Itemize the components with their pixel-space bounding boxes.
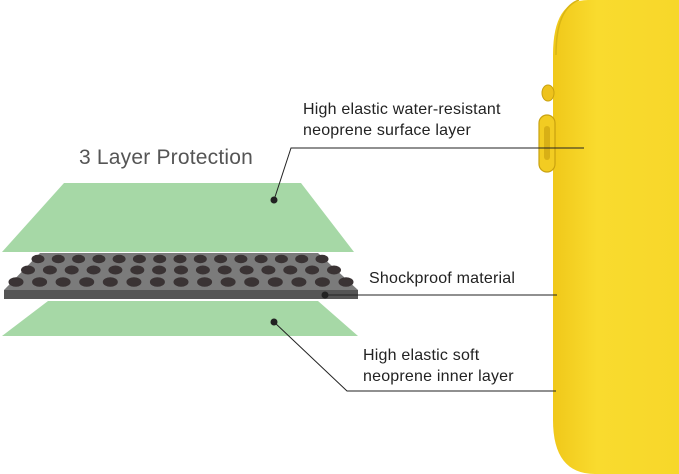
shock-dot <box>152 265 167 275</box>
shock-dot <box>267 277 283 287</box>
inner-layer-sheet <box>2 301 358 336</box>
shock-dot <box>254 254 268 264</box>
shock-dot <box>112 254 126 264</box>
shock-dot <box>21 265 35 275</box>
inner-layer-label-line: High elastic soft <box>363 347 480 364</box>
shock-dot <box>108 265 123 275</box>
shock-dot <box>338 277 354 287</box>
shock-dot <box>8 277 24 287</box>
shock-dot <box>244 277 260 287</box>
shock-dot <box>149 277 165 287</box>
outer-layer-label-line: High elastic water-resistant <box>303 101 501 118</box>
shock-dot <box>173 254 187 264</box>
shock-dot <box>261 265 276 275</box>
shock-dot <box>153 254 167 264</box>
shock-dot <box>92 254 106 264</box>
shock-dot <box>220 277 236 287</box>
shock-dots <box>8 254 354 287</box>
leader-line-bot <box>270 318 556 392</box>
shock-dot <box>214 254 228 264</box>
shock-dot <box>274 254 288 264</box>
leader-line-top <box>270 147 584 204</box>
shock-dot <box>305 265 320 275</box>
shock-dot <box>64 265 79 275</box>
shock-dot <box>102 277 118 287</box>
shock-dot <box>217 265 232 275</box>
shock-dot <box>72 254 86 264</box>
shock-dot <box>79 277 95 287</box>
leader-line-mid <box>321 291 557 299</box>
shock-dot <box>31 254 45 264</box>
shockproof-layer-label-line: Shockproof material <box>369 270 516 287</box>
shock-dot <box>234 254 248 264</box>
shock-dot <box>291 277 307 287</box>
shock-dot <box>86 265 101 275</box>
shock-dot <box>126 277 142 287</box>
outer-layer-sheet <box>2 183 354 252</box>
shock-dot <box>174 265 188 275</box>
outer-layer-label-line: neoprene surface layer <box>303 122 472 139</box>
shockproof-layer-label: Shockproof material <box>369 268 515 289</box>
zipper-pull-icon <box>538 84 556 173</box>
shock-dot <box>32 277 48 287</box>
shock-dot <box>173 277 189 287</box>
inner-layer-label-line: neoprene inner layer <box>363 368 514 385</box>
shock-dot <box>195 265 210 275</box>
inner-layer-label: High elastic soft neoprene inner layer <box>363 345 514 387</box>
shock-dot <box>315 254 329 264</box>
shock-dot <box>197 277 213 287</box>
shock-dot <box>193 254 207 264</box>
shock-dot <box>132 254 146 264</box>
shock-dot <box>42 265 57 275</box>
diagram-title: 3 Layer Protection <box>79 146 254 169</box>
outer-layer-label: High elastic water-resistant neoprene su… <box>303 99 501 141</box>
shock-dot <box>51 254 65 264</box>
shock-dot <box>239 265 254 275</box>
shock-dot <box>55 277 71 287</box>
shock-dot <box>283 265 298 275</box>
shockproof-layer-sheet <box>4 253 358 299</box>
yellow-sleeve <box>553 0 679 474</box>
shock-dot <box>327 265 341 275</box>
shock-dot <box>130 265 145 275</box>
shock-dot <box>295 254 309 264</box>
shock-dot <box>314 277 330 287</box>
